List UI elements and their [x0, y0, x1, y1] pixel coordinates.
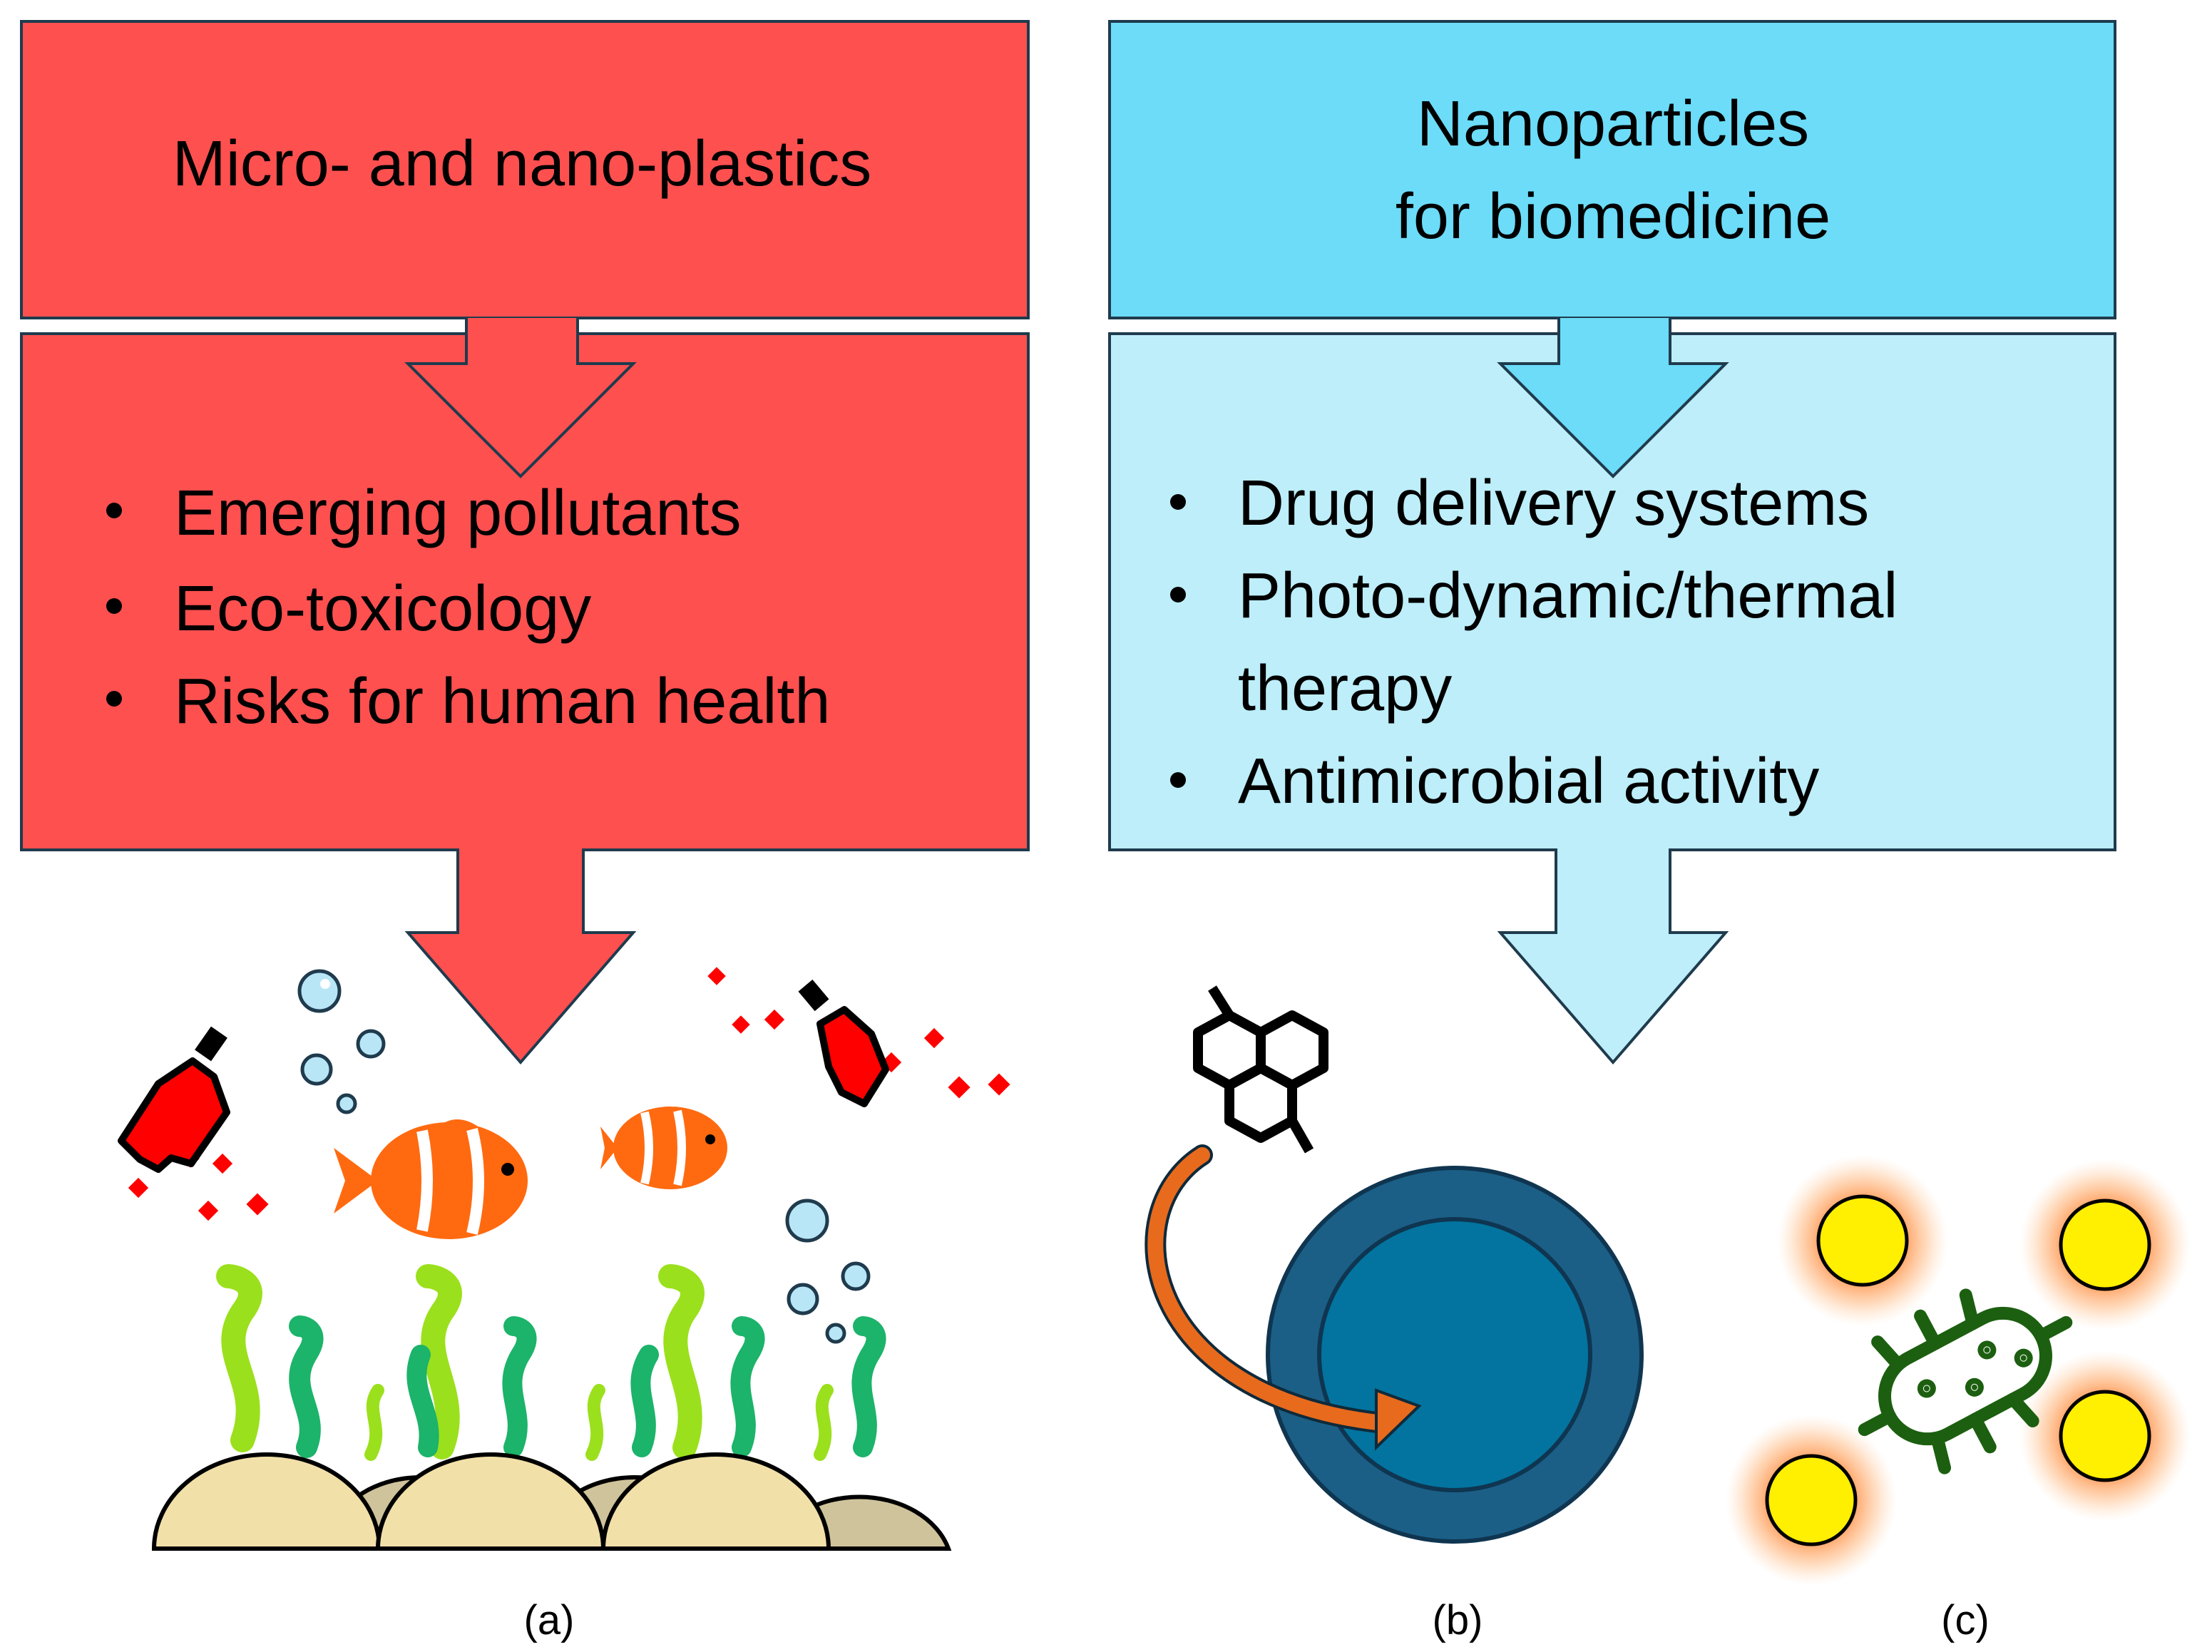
curved-arrow-icon	[1145, 1144, 1422, 1451]
biomedicine-title-line-2: for biomedicine	[1396, 181, 1830, 252]
bullet-icon	[1170, 494, 1186, 510]
bullet-icon	[1170, 772, 1186, 788]
biomedicine-title-box	[1108, 20, 2116, 319]
caption-c: (c)	[1941, 1597, 1990, 1643]
biomedicine-item-2-cont: therapy	[1238, 653, 1452, 724]
plastics-title-box	[20, 20, 1030, 319]
rocks-icon	[151, 1452, 952, 1551]
biomedicine-item-1: Drug delivery systems	[1238, 468, 1869, 539]
biomedicine-title-line-1: Nanoparticles	[1417, 88, 1809, 160]
biomedicine-item-3: Antimicrobial activity	[1238, 746, 1819, 817]
bullet-icon	[106, 691, 122, 707]
bullet-icon	[1170, 587, 1186, 602]
caption-a: (a)	[524, 1597, 575, 1643]
clownfish-icon	[334, 1119, 528, 1239]
biomedicine-item-2: Photo-dynamic/thermal	[1238, 560, 1898, 632]
bullet-icon	[106, 598, 122, 614]
plastics-item-1: Emerging pollutants	[174, 478, 741, 549]
plastics-panel: Micro- and nano-plastics Emerging pollut…	[20, 20, 1030, 1065]
biomedicine-panel: Nanoparticles for biomedicine Drug deliv…	[1108, 20, 2116, 1065]
plastic-bottle-icon	[118, 979, 889, 1173]
polycyclic-molecule-icon	[1193, 985, 1328, 1154]
plastics-connector-arrow	[404, 318, 637, 478]
glowing-particles-icon	[1726, 1155, 2191, 1586]
clownfish-icon	[600, 1107, 727, 1189]
nanoparticle-icon	[1266, 1166, 1644, 1544]
plastics-item-3: Risks for human health	[174, 666, 830, 737]
biomedicine-content-box	[1108, 332, 2116, 1065]
plastics-title: Micro- and nano-plastics	[173, 128, 871, 200]
bacterium-icon	[1858, 1288, 2073, 1474]
caption-b: (b)	[1433, 1597, 1483, 1643]
ocean-scene-icon	[118, 967, 1010, 1551]
seaweed-icon	[216, 1264, 886, 1461]
plastics-list: Emerging pollutants Eco-toxicology Risks…	[106, 478, 830, 737]
bubbles-icon	[297, 969, 871, 1344]
plastics-item-2: Eco-toxicology	[174, 573, 591, 645]
plastics-content-box	[20, 332, 1030, 1065]
biomedicine-connector-arrow	[1497, 318, 1729, 478]
biomedicine-list: Drug delivery systems Photo-dynamic/ther…	[1170, 468, 1898, 817]
bullet-icon	[106, 503, 122, 518]
